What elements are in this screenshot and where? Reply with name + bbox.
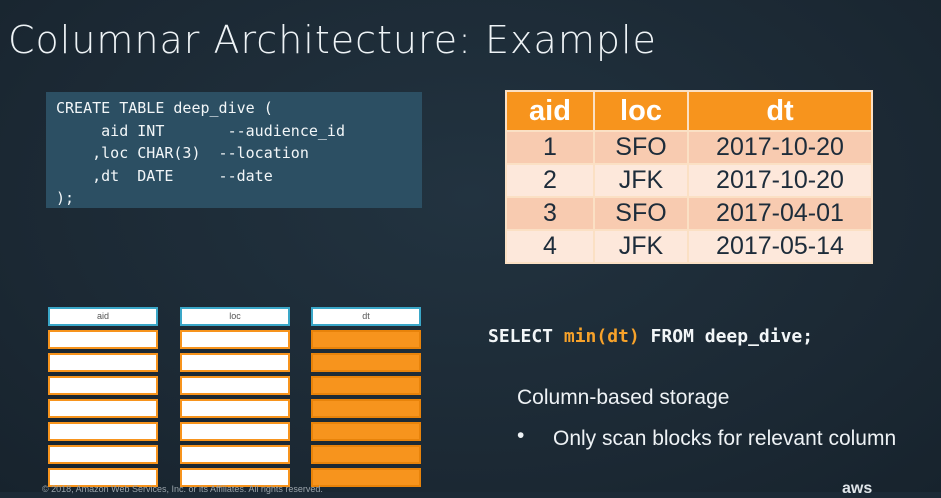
code-line: CREATE TABLE deep_dive ( <box>56 99 273 117</box>
storage-block <box>180 330 290 349</box>
storage-block <box>180 445 290 464</box>
code-line: aid INT --audience_id <box>56 121 345 140</box>
column-header-aid: aid <box>48 307 158 326</box>
table-cell: 2 <box>505 163 595 198</box>
code-block: CREATE TABLE deep_dive ( aid INT --audie… <box>46 92 422 208</box>
storage-block <box>311 330 421 349</box>
storage-block <box>48 422 158 441</box>
code-line: ,dt DATE --date <box>56 166 273 185</box>
sql-highlight: min(dt) <box>563 326 640 347</box>
storage-block <box>48 353 158 372</box>
storage-heading: Column-based storage <box>517 386 730 409</box>
table-cell: JFK <box>593 163 689 198</box>
storage-column-aid: aid <box>48 307 158 491</box>
sql-query: SELECT min(dt) FROM deep_dive; <box>488 326 813 347</box>
storage-block <box>180 376 290 395</box>
table-row: 2 JFK 2017-10-20 <box>505 163 873 198</box>
table-cell: 4 <box>505 229 595 264</box>
table-row: 1 SFO 2017-10-20 <box>505 130 873 165</box>
storage-block <box>311 353 421 372</box>
column-header-loc: loc <box>180 307 290 326</box>
storage-block <box>180 422 290 441</box>
column-header-dt: dt <box>311 307 421 326</box>
table-cell: SFO <box>593 196 689 231</box>
sql-from: FROM deep_dive; <box>639 326 814 347</box>
table-cell: 2017-04-01 <box>687 196 873 231</box>
bullet-text: Only scan blocks for relevant column <box>553 427 897 450</box>
code-line: ); <box>56 189 75 207</box>
storage-block <box>311 422 421 441</box>
aws-logo: aws <box>842 480 873 497</box>
storage-block <box>180 353 290 372</box>
storage-block <box>311 468 421 487</box>
table-cell: 3 <box>505 196 595 231</box>
bullet-dot: • <box>517 424 525 447</box>
table-row: 3 SFO 2017-04-01 <box>505 196 873 231</box>
copyright-notice: © 2018, Amazon Web Services, Inc. or its… <box>42 484 323 494</box>
header-cell-aid: aid <box>505 90 595 132</box>
storage-block <box>180 468 290 487</box>
table-cell: SFO <box>593 130 689 165</box>
storage-block <box>48 330 158 349</box>
slide-title: Columnar Architecture: Example <box>8 18 657 62</box>
table-row: 4 JFK 2017-05-14 <box>505 229 873 264</box>
example-data-table: aid loc dt 1 SFO 2017-10-20 2 JFK 2017-1… <box>505 90 873 264</box>
table-header-row: aid loc dt <box>505 90 873 132</box>
storage-column-loc: loc <box>180 307 290 491</box>
storage-block <box>311 445 421 464</box>
header-cell-loc: loc <box>593 90 689 132</box>
storage-block <box>180 399 290 418</box>
storage-block <box>48 445 158 464</box>
storage-column-dt: dt <box>311 307 421 491</box>
sql-select: SELECT <box>488 326 564 347</box>
header-cell-dt: dt <box>687 90 873 132</box>
storage-block <box>48 468 158 487</box>
storage-block <box>48 399 158 418</box>
table-cell: 2017-10-20 <box>687 163 873 198</box>
storage-block <box>311 376 421 395</box>
code-line: ,loc CHAR(3) --location <box>56 144 309 162</box>
table-cell: 1 <box>505 130 595 165</box>
storage-block <box>48 376 158 395</box>
table-cell: 2017-10-20 <box>687 130 873 165</box>
table-cell: JFK <box>593 229 689 264</box>
storage-block <box>311 399 421 418</box>
table-cell: 2017-05-14 <box>687 229 873 264</box>
